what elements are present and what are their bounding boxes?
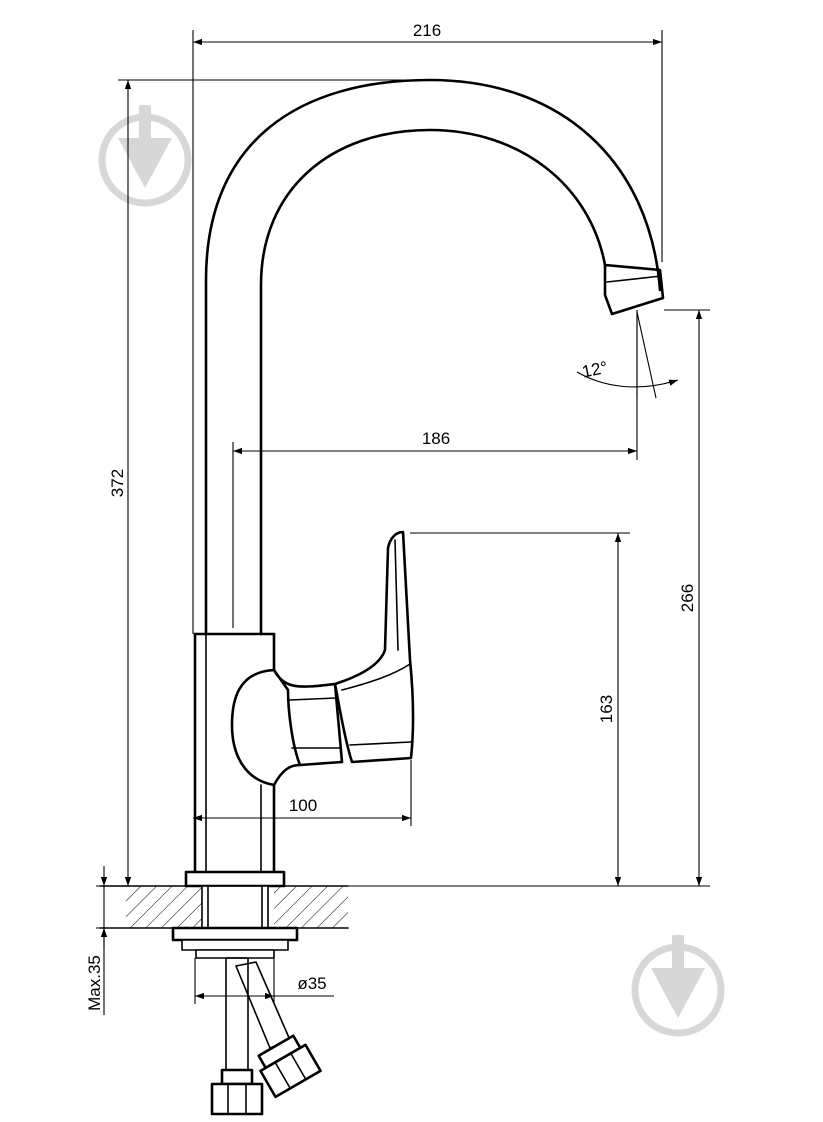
dim-handle-reach: 100 (193, 760, 412, 826)
dim-label-372: 372 (108, 469, 127, 497)
dim-spout-angle: 12° (576, 310, 679, 399)
dim-spout-height: 266 (348, 309, 710, 887)
dim-handle-height: 163 (410, 532, 630, 886)
watermark-bottom-right (631, 935, 725, 1037)
faucet-base-body (193, 632, 276, 874)
dim-label-186: 186 (422, 429, 450, 448)
dim-overall-reach: 216 (192, 21, 663, 634)
faucet-spout (204, 78, 665, 636)
dim-label-max35: Max.35 (85, 955, 104, 1011)
dim-label-100: 100 (289, 796, 317, 815)
dim-label-266: 266 (678, 584, 697, 612)
dim-label-216: 216 (413, 21, 441, 40)
dim-max-mount: Max.35 (85, 866, 126, 1015)
dim-label-12-degrees: 12° (580, 358, 609, 382)
countertop-section (99, 885, 349, 929)
dim-overall-height: 372 (108, 79, 430, 887)
watermark-top-left (98, 105, 192, 207)
dim-hole-diameter: ø35 (194, 958, 334, 1004)
dim-label-dia35: ø35 (297, 974, 326, 993)
supply-hoses (210, 957, 322, 1116)
faucet-lever-handle (230, 530, 415, 787)
mounting-hardware (171, 870, 299, 959)
dim-spout-reach: 186 (232, 310, 638, 628)
dim-label-163: 163 (597, 695, 616, 723)
